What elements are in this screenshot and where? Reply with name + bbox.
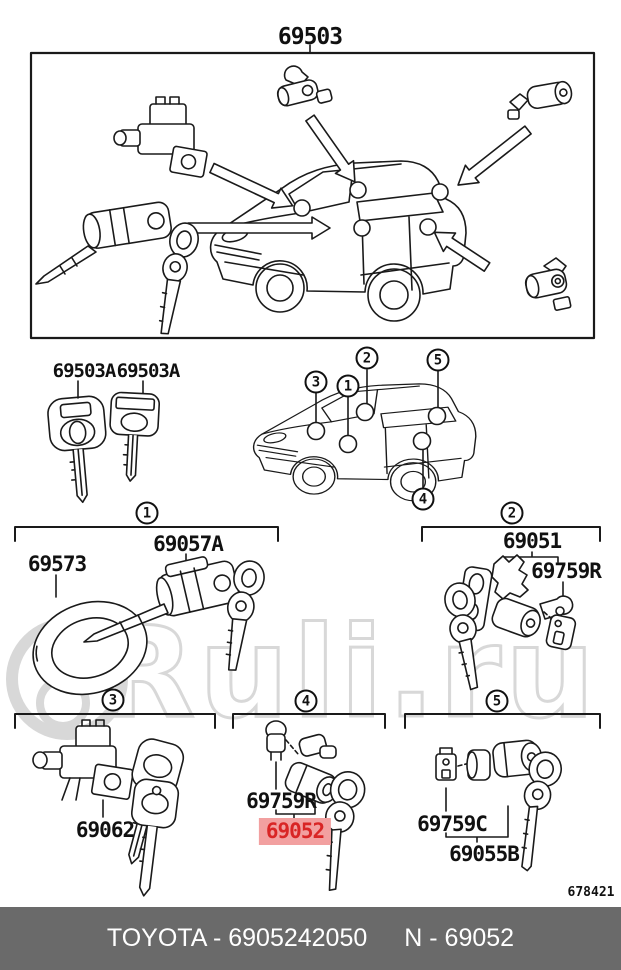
part-number-69051[interactable]: 69051	[502, 529, 562, 553]
kit-part-number-label[interactable]: 69503	[277, 24, 343, 50]
location-leader-lines	[315, 369, 439, 489]
ignition-key-drawing	[225, 560, 265, 671]
kit-steering-lock-drawing	[35, 201, 199, 335]
car-callout-3: 3	[304, 370, 328, 394]
ignition-ring-drawing	[32, 600, 148, 696]
door-key-drawing	[324, 771, 366, 892]
kit-frame-box	[29, 51, 596, 340]
part-leader-lines	[55, 551, 564, 843]
cap-dashed-link	[285, 739, 299, 755]
car-callout-4: 4	[411, 487, 435, 511]
section-2-number: 2	[500, 501, 524, 525]
car-callout-1: 1	[336, 374, 360, 398]
luggage-key-drawing	[521, 751, 563, 872]
location-mount-points	[306, 402, 447, 454]
key-label-leaders	[77, 380, 144, 399]
front-door-key-drawing	[444, 582, 479, 691]
kit-ignition-cylinder-top-drawing	[276, 65, 333, 107]
section-4-number: 4	[294, 689, 318, 713]
back-door-keys-drawing	[128, 738, 185, 897]
kit-door-lock-right-drawing	[507, 80, 573, 120]
footer-part-number: TOYOTA - 6905242050	[106, 924, 368, 952]
car-callout-5: 5	[426, 348, 450, 372]
part-number-69759R-door[interactable]: 69759R	[246, 789, 317, 813]
door-lock-cap-drawing	[265, 720, 287, 761]
section-5-number: 5	[485, 689, 509, 713]
car-callout-2: 2	[355, 346, 379, 370]
part-number-69759R-front[interactable]: 69759R	[531, 559, 602, 583]
section-brackets	[14, 526, 601, 729]
part-number-69759C[interactable]: 69759C	[417, 812, 488, 836]
section-3-number: 3	[101, 688, 125, 712]
master-key-part-number[interactable]: 69503A	[52, 360, 117, 382]
part-number-69057A[interactable]: 69057A	[153, 532, 224, 556]
ignition-cylinder-drawing	[83, 556, 240, 643]
back-door-lock-drawing	[32, 719, 134, 801]
diagram-reference-number: 678421	[567, 885, 615, 900]
part-number-69055B[interactable]: 69055B	[449, 842, 520, 866]
glove-box-clip-drawing	[435, 747, 457, 781]
master-key-drawing	[47, 395, 107, 504]
door-lock-cylinder-drawing	[284, 733, 339, 804]
kit-actuator-left-drawing	[113, 96, 208, 178]
kit-back-lock-drawing	[524, 257, 572, 311]
part-number-69052-highlighted[interactable]: 69052	[258, 818, 332, 845]
footer-n-number: N - 69052	[404, 924, 515, 952]
part-number-69062[interactable]: 69062	[75, 818, 135, 842]
location-car-drawing	[252, 383, 477, 502]
section-1-number: 1	[135, 501, 159, 525]
kit-mount-points	[293, 181, 449, 237]
sub-key-drawing	[109, 391, 161, 482]
footer-bar: TOYOTA - 6905242050 N - 69052	[0, 907, 621, 970]
part-number-69573[interactable]: 69573	[27, 552, 87, 576]
kit-arrows	[187, 114, 532, 272]
sub-key-part-number[interactable]: 69503A	[116, 360, 181, 382]
